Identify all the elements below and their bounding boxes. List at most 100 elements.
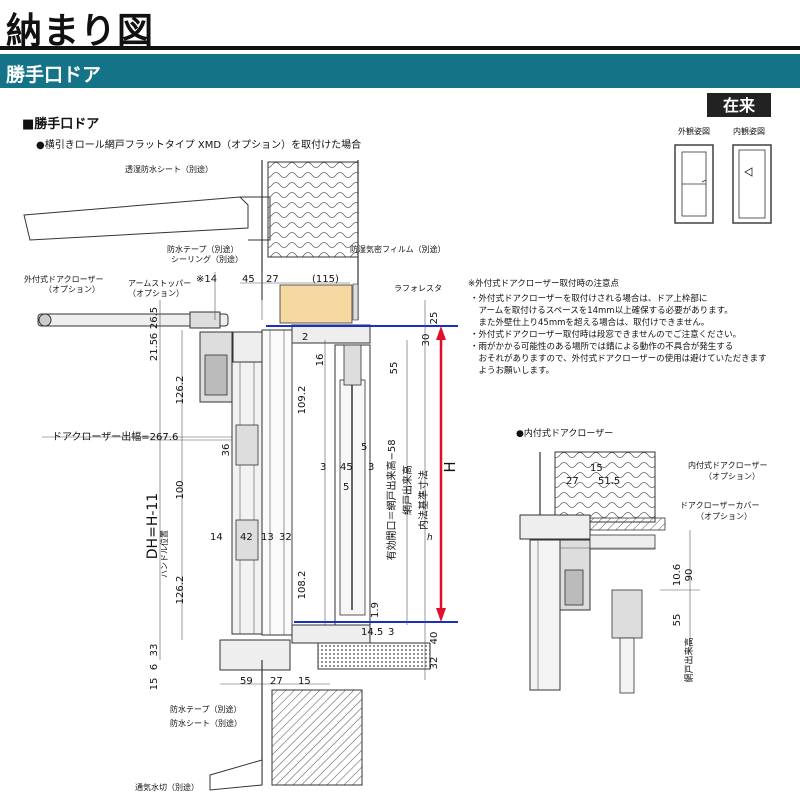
dim-36: 36: [221, 444, 232, 457]
closer-arm: [37, 313, 229, 327]
label-h: H: [441, 461, 459, 472]
label-sealing: シーリング（別途）: [171, 254, 243, 264]
notes-line-7: ようお願いします。: [470, 366, 554, 376]
drip-flashing: [209, 759, 263, 791]
label-ext-closer-opt: （オプション）: [44, 285, 100, 294]
dim-13: 13: [261, 532, 274, 543]
int-closer-detail: [519, 451, 700, 694]
dim-21-5: 21.5: [149, 339, 160, 361]
foundation: [271, 689, 363, 786]
dim-55: 55: [389, 362, 400, 375]
label-ext-closer: 外付式ドアクローザー: [24, 274, 103, 284]
badge-label: 在来: [723, 96, 756, 115]
dim-59: 59: [240, 676, 253, 687]
subheading: ●横引きロール網戸フラットタイプ XMD（オプション）を取付けた場合: [36, 138, 361, 151]
dim-14: ※14: [196, 274, 217, 285]
label-internal-standard: 内法基準寸法: [417, 470, 430, 530]
label-screen-height: 網戸出来高: [401, 465, 414, 515]
handle-lower: [235, 519, 259, 561]
dim-6: 6: [149, 333, 160, 339]
dim-5b: 5: [343, 482, 349, 493]
label-dh: DH=H-11: [145, 493, 161, 559]
dim-14-5: 14.5: [361, 627, 383, 638]
label-bosui-tape-top: 防水テープ（別途）: [167, 244, 239, 254]
dim-26-5: 26.5: [149, 307, 160, 329]
int-dim-15: 15: [590, 463, 603, 474]
dim-115: (115): [312, 274, 339, 285]
notes-line-6: おそれがありますので、外付式ドアクローザーの使用は避けていただきます: [470, 353, 767, 364]
dim-25: 25: [429, 312, 440, 325]
int-closer-heading: ●内付式ドアクローザー: [516, 427, 613, 439]
dim-109-2: 109.2: [297, 386, 308, 415]
title-rule: [0, 46, 800, 50]
notes-line-2: アームを取付けるスペースを14mm以上確保する必要があります。: [470, 305, 733, 316]
main-section: [23, 160, 458, 791]
notes-line-1: ・外付式ドアクローザーを取付けされる場合は、ドア上枠部に: [470, 293, 707, 304]
dim-15: 15: [149, 678, 160, 691]
view-interior-label: 内観姿図: [733, 126, 765, 136]
dim-45: 45: [242, 274, 255, 285]
label-screen-height-small: 網戸出来高: [683, 637, 695, 682]
label-lafolesta: ラフォレスタ: [394, 284, 442, 293]
dim-3b: 3: [368, 462, 374, 473]
section-banner: 勝手口ドア: [0, 54, 800, 88]
insulation-block: [279, 284, 353, 324]
dim-14b: 14: [210, 532, 223, 543]
dim-27: 27: [266, 274, 279, 285]
label-h-italic: h: [427, 533, 433, 543]
label-bokisomitsu: 防湿気密フィルム（別途）: [350, 244, 446, 254]
label-closer-cover-opt: （オプション）: [696, 512, 752, 521]
label-arm-stopper: アームストッパー: [128, 279, 191, 288]
label-door-closer-projection: ドアクローザー出幅=267.6: [52, 430, 178, 443]
door-leaf: [231, 361, 263, 635]
dim-15b: 15: [298, 676, 311, 687]
notes-title: ※外付式ドアクローザー取付時の注意点: [468, 278, 620, 289]
label-handle-position: ハンドル位置: [159, 530, 169, 578]
interior-door-thumbnail: [732, 144, 772, 224]
label-tohosui-sheet: 透湿防水シート（別途）: [125, 164, 213, 174]
int-dim-51-5: 51.5: [598, 476, 620, 487]
notes-line-3: また外壁仕上り45mmを超える場合は、取付けできません。: [470, 317, 709, 328]
label-bosui-tape-bottom: 防水テープ（別途）: [170, 704, 242, 714]
dim-32b: 32: [429, 657, 440, 670]
dim-45b: 45: [340, 462, 353, 473]
dim-27b: 27: [270, 676, 283, 687]
int-dim-27: 27: [566, 476, 579, 487]
dim-30: 30: [421, 334, 432, 347]
dim-100: 100: [175, 480, 186, 499]
notes-line-5: ・雨がかかる可能性のある場所では錆による動作の不具合が発生する: [470, 341, 733, 352]
dim-3a: 3: [320, 462, 326, 473]
dim-32a: 32: [279, 532, 292, 543]
door-frame: [261, 329, 293, 636]
section-banner-label: 勝手口ドア: [6, 64, 102, 86]
int-dim-55: 55: [672, 614, 683, 627]
floor-section: [317, 642, 431, 670]
label-int-closer: 内付式ドアクローザー: [688, 460, 767, 470]
dim-126-2b: 126.2: [175, 576, 186, 605]
dim-5: 5: [361, 442, 367, 453]
int-dim-10-6: 10.6: [672, 564, 683, 586]
badge-box: [707, 93, 771, 117]
handle-upper: [235, 424, 259, 466]
dim-3c: 3: [388, 627, 394, 638]
label-kikiri: 通気水切（別途）: [135, 782, 199, 792]
notes-line-4: ・外付式ドアクローザー取付時は段窓できませんのでご注意ください。: [470, 329, 741, 340]
label-arm-stopper-opt: （オプション）: [128, 289, 184, 298]
dim-33: 33: [149, 644, 160, 657]
page-title: 納まり図: [6, 11, 155, 52]
view-exterior-label: 外観姿図: [678, 126, 710, 136]
exterior-door-thumbnail: [674, 144, 714, 224]
dim-1-9: 1.9: [370, 602, 381, 618]
label-effective-opening: 有効開口＝網戸出来高−58: [385, 439, 398, 560]
title-bar: 納まり図: [0, 0, 800, 52]
dim-108-2: 108.2: [297, 571, 308, 600]
int-dim-90: 90: [684, 569, 695, 582]
dim-6b: 6: [149, 664, 160, 670]
label-bosui-sheet-bottom: 防水シート（別途）: [170, 718, 242, 728]
heading: ■勝手口ドア: [22, 116, 99, 132]
dim-40: 40: [429, 632, 440, 645]
label-int-closer-opt: （オプション）: [704, 472, 760, 481]
dim-16: 16: [315, 354, 326, 367]
dim-42: 42: [240, 532, 253, 543]
